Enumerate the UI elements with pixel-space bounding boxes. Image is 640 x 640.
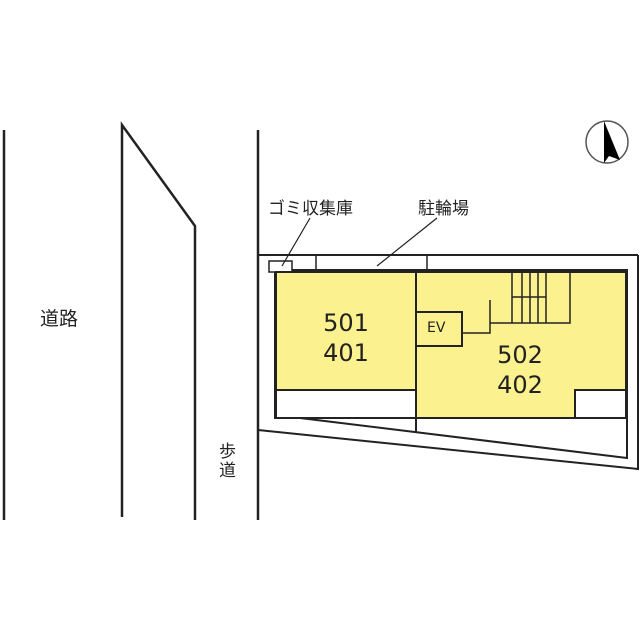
unit-number: 501	[323, 309, 369, 337]
unit-left: 501 401	[306, 308, 386, 368]
unit-number: 502	[497, 341, 543, 369]
bike-leader	[376, 217, 438, 267]
garbage-leader	[281, 217, 311, 267]
road-label: 道路	[40, 308, 79, 330]
sidewalk-label: 歩道	[215, 442, 235, 480]
elevator-box	[415, 311, 463, 347]
bicycle-parking-label: 駐輪場	[418, 199, 469, 219]
unit-right: 502 402	[480, 340, 560, 400]
north-arrow-icon	[585, 120, 629, 164]
garbage-label: ゴミ収集庫	[268, 199, 353, 219]
stair	[462, 272, 571, 334]
unit-number: 402	[497, 371, 543, 399]
garbage-box	[268, 260, 293, 273]
road-edge-right	[120, 121, 197, 520]
elevator-label: EV	[427, 320, 446, 336]
unit-number: 401	[323, 339, 369, 367]
